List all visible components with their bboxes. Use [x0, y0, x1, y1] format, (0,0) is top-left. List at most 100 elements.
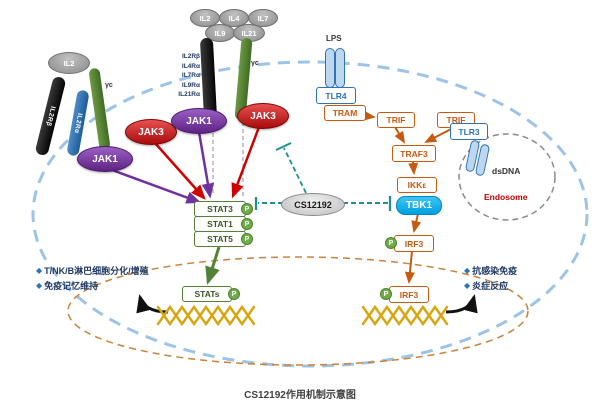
jak1-left-arrow [111, 168, 202, 204]
cs12192-label: CS12192 [294, 199, 332, 210]
ikke-label: IKKε [407, 180, 427, 190]
phospho-label: P [231, 290, 237, 298]
phospho-badge: P [241, 203, 253, 215]
traf3-label: TRAF3 [400, 148, 428, 159]
jak1-left: JAK1 [77, 146, 133, 172]
diamond-bullet-icon: ◆ [36, 265, 43, 275]
chain-label: IL21Rα [178, 91, 200, 98]
jak1-mid: JAK1 [171, 108, 227, 134]
tlr4-label: TLR4 [325, 90, 347, 101]
irf3-label: IRF3 [404, 238, 424, 249]
inhibition-tbar-jak [275, 142, 292, 151]
gamma-chain-mid-label: γc [251, 60, 259, 67]
cs12192-inhibitor: CS12192 [281, 193, 345, 216]
tram-label: TRAM [332, 108, 358, 118]
outcome-text: 抗感染免疫 [472, 266, 518, 276]
left-outcome-1: ◆ T/NK/B淋巴细胞分化/增殖 [36, 264, 149, 277]
stat5-label: STAT5 [207, 234, 233, 244]
stat-nuclear-arrow [205, 246, 221, 285]
endosome-outline [458, 133, 556, 221]
chain-label: IL9Rα [181, 81, 200, 89]
jak1-mid-arrow [197, 131, 215, 199]
dna-helix-right [361, 304, 449, 327]
stat1-box: STAT1 [194, 216, 246, 232]
dna-helix-left [156, 304, 256, 327]
stat5-box: STAT5 [194, 231, 246, 247]
ikke-box: IKKε [397, 177, 437, 193]
stats-label: STATs [194, 289, 220, 299]
outcome-text: 免疫记忆维持 [44, 281, 99, 291]
tlr4-receptor-chain [325, 48, 335, 88]
phospho-badge: P [241, 233, 253, 245]
jak3-left-arrow [154, 142, 206, 200]
stat3-box: STAT3 [194, 201, 246, 217]
phospho-label: P [244, 220, 250, 228]
cytokine-label: IL2 [199, 13, 211, 23]
cytokine-label: IL7 [257, 13, 269, 23]
irf3-box: IRF3 [394, 235, 434, 252]
jak1-label: JAK1 [186, 115, 212, 127]
phospho-badge: P [385, 237, 397, 249]
dsdna-label: dsDNA [492, 166, 521, 176]
left-outcome-2: ◆ 免疫记忆维持 [36, 279, 98, 292]
cell-membrane-outline [31, 60, 589, 368]
right-outcome-2: ◆ 炎症反应 [464, 279, 508, 292]
tbk1-irf3-arrow [411, 213, 422, 233]
irf3-label: IRF3 [399, 289, 419, 300]
stat1-label: STAT1 [207, 219, 233, 229]
diamond-bullet-icon: ◆ [464, 280, 471, 290]
right-outcome-1: ◆ 抗感染免疫 [464, 264, 517, 277]
inhibition-line-jak [283, 147, 307, 194]
cytokine-label: IL9 [214, 28, 226, 38]
il4-cytokine: IL4 [219, 9, 249, 27]
diamond-bullet-icon: ◆ [464, 265, 471, 275]
trif1-traf3-arrow [394, 126, 406, 144]
gamma-chain-left-label: γc [105, 82, 113, 89]
tram-trif-arrow [364, 111, 376, 121]
phospho-badge: P [228, 288, 240, 300]
il7-cytokine: IL7 [248, 9, 278, 27]
chain-label: IL2Rβ [181, 53, 200, 60]
jak3-left: JAK3 [125, 119, 177, 145]
phospho-badge: P [380, 288, 392, 300]
outcome-text: 炎症反应 [472, 281, 509, 291]
stat3-label: STAT3 [207, 204, 233, 214]
irf3-nuclear-arrow [404, 250, 415, 284]
trif-label: TRIF [386, 115, 406, 125]
phospho-label: P [244, 235, 250, 243]
diamond-bullet-icon: ◆ [36, 280, 43, 290]
phospho-badge: P [241, 218, 253, 230]
outcome-text: T/NK/B淋巴细胞分化/增殖 [44, 266, 149, 276]
tbk1-box: TBK1 [396, 196, 442, 215]
trif-box-1: TRIF [377, 112, 415, 128]
jak3-label: JAK3 [138, 126, 164, 138]
il2ra-chain-label: IL2Rα [72, 112, 84, 134]
il2-cytokine: IL2 [48, 52, 90, 74]
chain-label: IL4Rα [181, 62, 200, 70]
chain-label: IL7Rα [181, 72, 200, 79]
tlr3-box: TLR3 [450, 123, 488, 140]
phospho-label: P [383, 290, 389, 298]
endosome-label: Endosome [484, 192, 528, 202]
phospho-label: P [244, 205, 250, 213]
cytokine-label: IL4 [228, 13, 240, 23]
tlr4-box: TLR4 [316, 87, 356, 104]
jak1-label: JAK1 [92, 153, 118, 165]
jak3-mid-arrow [231, 126, 261, 199]
jak3-label: JAK3 [250, 110, 276, 122]
left-outcome-arrow [136, 294, 169, 314]
il2-cytokine-label: IL2 [63, 58, 75, 68]
tram-box: TRAM [324, 105, 366, 121]
traf3-ikke-arrow [408, 160, 419, 175]
cytokine-label: IL21 [241, 28, 257, 38]
stats-nuclear-box: STATs [182, 286, 232, 302]
il9-cytokine: IL9 [205, 24, 235, 42]
diagram-caption: CS12192作用机制示意图 [244, 390, 356, 401]
tbk1-label: TBK1 [405, 200, 433, 211]
jak3-mid: JAK3 [237, 103, 289, 129]
lps-label: LPS [326, 34, 342, 43]
tlr4-receptor-chain [335, 48, 345, 88]
traf3-box: TRAF3 [392, 145, 436, 162]
